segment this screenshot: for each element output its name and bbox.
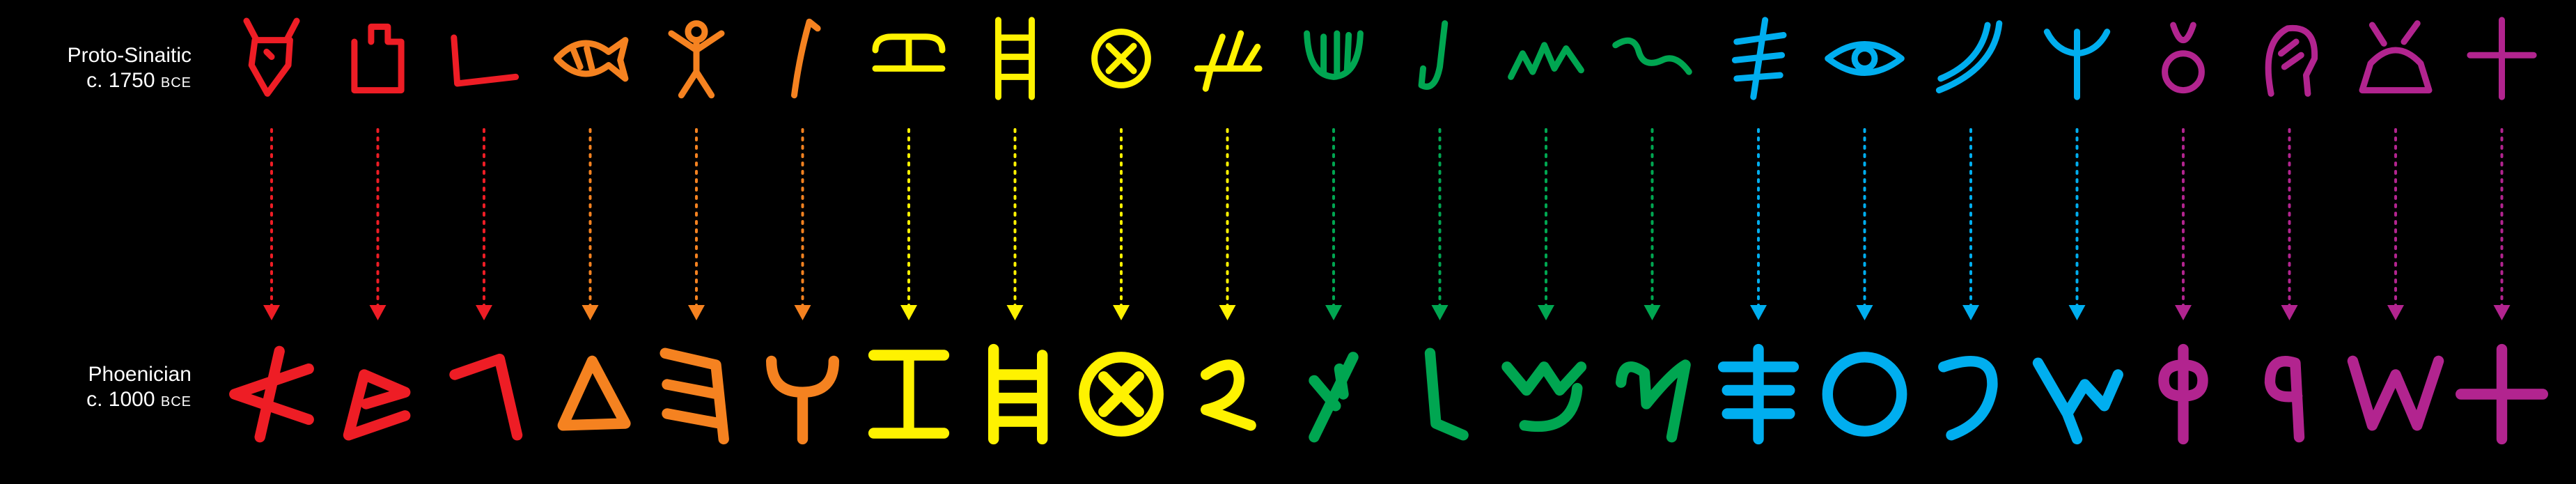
phoenician-label: Phoenician c. 1000 BCE xyxy=(14,362,192,414)
phoenician-year: c. 1000 xyxy=(86,388,155,411)
proto-glyph-eye xyxy=(1825,41,1905,76)
proto-sinaitic-year: c. 1750 xyxy=(86,69,155,92)
phoenician-era: BCE xyxy=(160,394,192,409)
evolution-arrow-head xyxy=(1219,305,1236,320)
phoenician-glyph-shin xyxy=(2347,355,2444,431)
proto-glyph-goad xyxy=(1418,20,1449,90)
phoenician-glyph-taw xyxy=(2455,343,2548,445)
proto-glyph-house xyxy=(351,23,405,94)
phoenician-glyph-lamedh xyxy=(1424,348,1469,441)
proto-glyph-bow xyxy=(2359,20,2433,94)
evolution-arrow-head xyxy=(1962,305,1979,320)
evolution-arrow-head xyxy=(1644,305,1661,320)
evolution-arrow-head xyxy=(1538,305,1554,320)
proto-glyph-fence xyxy=(995,17,1036,100)
proto-sinaitic-date: c. 1750 BCE xyxy=(14,68,192,95)
evolution-arrow-head xyxy=(2387,305,2404,320)
phoenician-name: Phoenician xyxy=(88,363,192,386)
phoenician-glyph-teth xyxy=(1079,352,1164,437)
phoenician-glyph-gimel xyxy=(449,353,523,441)
evolution-arrow-head xyxy=(476,305,492,320)
proto-glyph-head xyxy=(2265,24,2318,97)
proto-glyph-water xyxy=(1508,42,1584,80)
phoenician-glyph-zayin xyxy=(868,350,950,439)
phoenician-glyph-heth xyxy=(988,343,1048,445)
evolution-arrow-head xyxy=(900,305,917,320)
evolution-arrow-head xyxy=(2068,305,2086,320)
proto-glyph-jubilating-figure xyxy=(668,20,725,99)
proto-glyph-fish-bone xyxy=(1731,17,1787,100)
evolution-arrow-head xyxy=(263,305,280,320)
evolution-arrow-head xyxy=(794,305,811,320)
phoenician-glyph-kaph xyxy=(1309,352,1359,443)
proto-glyph-corner xyxy=(1935,20,2003,94)
proto-glyph-plant xyxy=(2043,29,2111,100)
evolution-arrow-head xyxy=(2175,305,2192,320)
evolution-arrow-head xyxy=(1006,305,1024,320)
evolution-arrow-head xyxy=(1856,305,1873,320)
proto-glyph-boomerang xyxy=(451,34,520,87)
phoenician-glyph-beth xyxy=(343,369,411,441)
phoenician-glyph-tsade xyxy=(2032,357,2123,445)
evolution-arrow-head xyxy=(1325,305,1342,320)
evolution-arrow-head xyxy=(688,305,705,320)
evolution-arrow-head xyxy=(1113,305,1130,320)
glyph-layer xyxy=(229,17,2548,445)
proto-glyph-wheel xyxy=(1091,29,1151,88)
phoenician-glyph-pe xyxy=(1938,356,1998,441)
proto-glyph-knot xyxy=(2162,22,2205,94)
phoenician-glyph-samekh xyxy=(1717,343,1800,445)
phoenician-glyph-waw xyxy=(765,355,839,445)
phoenician-glyph-ayin xyxy=(1822,352,1907,437)
evolution-arrow-head xyxy=(1750,305,1767,320)
phoenician-date: c. 1000 BCE xyxy=(14,387,192,414)
phoenician-glyph-aleph xyxy=(229,345,314,443)
proto-sinaitic-label: Proto-Sinaitic c. 1750 BCE xyxy=(14,43,192,95)
proto-sinaitic-era: BCE xyxy=(160,75,192,91)
phoenician-glyph-mem xyxy=(1501,361,1587,432)
evolution-arrow-head xyxy=(2493,305,2511,320)
phoenician-glyph-resh xyxy=(2264,356,2305,443)
proto-glyph-ox-head xyxy=(243,17,300,97)
phoenician-glyph-daleth xyxy=(557,355,631,431)
evolution-arrow-head xyxy=(1431,305,1449,320)
proto-glyph-cross-mark xyxy=(2467,17,2537,100)
phoenician-glyph-yodh xyxy=(1200,359,1256,431)
phoenician-glyph-he xyxy=(659,348,729,445)
phoenician-glyph-nun xyxy=(1615,359,1691,443)
evolution-arrow-head xyxy=(2281,305,2298,320)
proto-glyph-palm xyxy=(1304,30,1364,80)
evolution-arrow-head xyxy=(581,305,599,320)
phoenician-glyph-qoph xyxy=(2158,343,2208,445)
evolution-arrow-head xyxy=(369,305,387,320)
proto-sinaitic-name: Proto-Sinaitic xyxy=(67,44,192,67)
proto-glyph-manacle xyxy=(872,33,946,72)
proto-glyph-hand xyxy=(1194,30,1263,92)
proto-glyph-mace xyxy=(791,18,821,99)
proto-glyph-fish xyxy=(554,37,629,82)
proto-glyph-snake xyxy=(1612,37,1692,75)
